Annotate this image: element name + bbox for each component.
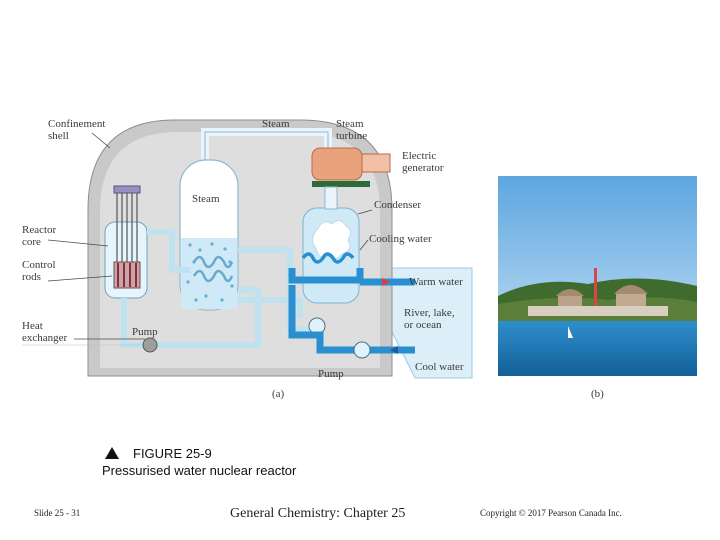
- label-electric-generator: Electric generator: [402, 150, 444, 174]
- figure-title: Pressurised water nuclear reactor: [102, 463, 297, 478]
- label-steam-vessel: Steam: [192, 193, 220, 205]
- label-cool-water: Cool water: [415, 361, 464, 373]
- label-part-b: (b): [591, 388, 604, 400]
- nuclear-plant-photo: [498, 176, 697, 376]
- label-control-rods: Control rods: [22, 259, 56, 283]
- figure-number: FIGURE 25-9: [133, 446, 212, 461]
- course-title: General Chemistry: Chapter 25: [230, 506, 406, 521]
- cooling-loop: [288, 268, 364, 284]
- figure-triangle-icon: [105, 447, 119, 459]
- primary-pump: [142, 337, 158, 353]
- cooling-pump: [353, 341, 371, 359]
- label-heat-exchanger: Heat exchanger: [22, 320, 68, 344]
- label-warm-water: Warm water: [409, 276, 463, 288]
- label-pump-outer: Pump: [318, 368, 344, 380]
- label-pump-inner: Pump: [132, 326, 158, 338]
- label-cooling-water: Cooling water: [369, 233, 432, 245]
- label-confinement-shell: Confinement shell: [48, 118, 106, 142]
- label-steam-pipe: Steam: [262, 118, 290, 130]
- primary-loop: [147, 229, 190, 273]
- turbine-base: [312, 181, 370, 187]
- copyright: Copyright © 2017 Pearson Canada Inc.: [480, 508, 622, 518]
- label-river-lake-ocean: River, lake, or ocean: [404, 307, 455, 331]
- label-part-a: (a): [272, 388, 285, 400]
- label-condenser: Condenser: [374, 199, 422, 211]
- label-steam-turbine: Steam turbine: [336, 118, 368, 142]
- label-reactor-core: Reactor core: [22, 224, 57, 248]
- slide-number: Slide 25 - 31: [34, 508, 81, 518]
- control-rod-drive: [113, 185, 141, 194]
- steam-turbine: [311, 147, 363, 181]
